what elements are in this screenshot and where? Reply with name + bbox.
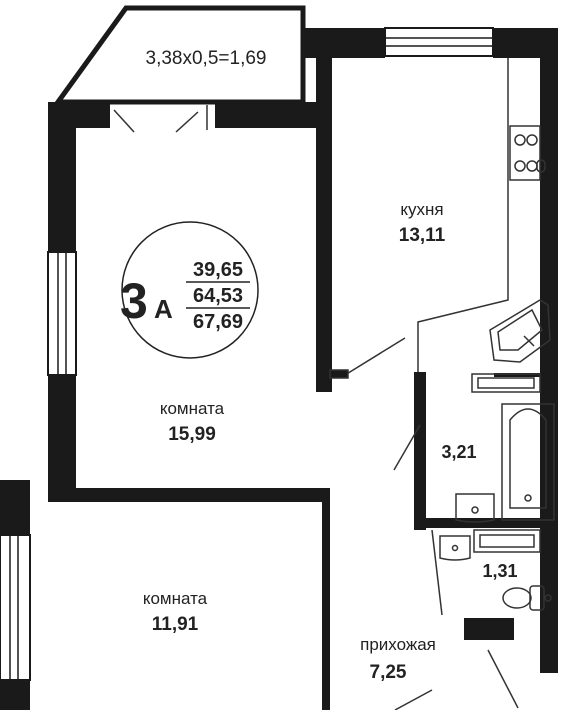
wc-area: 1,31 xyxy=(482,561,517,581)
bathroom-fixtures xyxy=(393,373,555,523)
apartment-area-total: 64,53 xyxy=(193,285,243,307)
apartment-badge: 3 А 39,65 64,53 67,69 xyxy=(120,221,259,359)
apartment-area-living: 39,65 xyxy=(193,259,243,281)
room-small-area: 11,91 xyxy=(152,614,199,635)
kitchen-name: кухня xyxy=(400,200,443,219)
window-left-small xyxy=(0,534,31,681)
bathroom-area: 3,21 xyxy=(441,442,476,462)
kitchen-area: 13,11 xyxy=(399,225,446,246)
kitchen-counter xyxy=(417,58,551,372)
hallway-area: 7,25 xyxy=(370,662,407,683)
apartment-area-with-balcony: 67,69 xyxy=(193,311,243,333)
kitchen-door xyxy=(329,337,406,379)
hall-doors xyxy=(394,649,519,710)
hallway-name: прихожая xyxy=(360,635,436,654)
apartment-code-number: 3 xyxy=(120,273,148,329)
window-top xyxy=(384,27,494,57)
room-main-name: комната xyxy=(160,399,225,418)
walls xyxy=(0,28,558,710)
balcony xyxy=(48,5,317,133)
wc-fixtures xyxy=(431,529,552,616)
window-left-main xyxy=(47,251,77,376)
room-main-area: 15,99 xyxy=(168,424,216,445)
apartment-code-letter: А xyxy=(154,294,173,324)
room-small-name: комната xyxy=(143,589,208,608)
balcony-label: 3,38x0,5=1,69 xyxy=(146,48,267,69)
